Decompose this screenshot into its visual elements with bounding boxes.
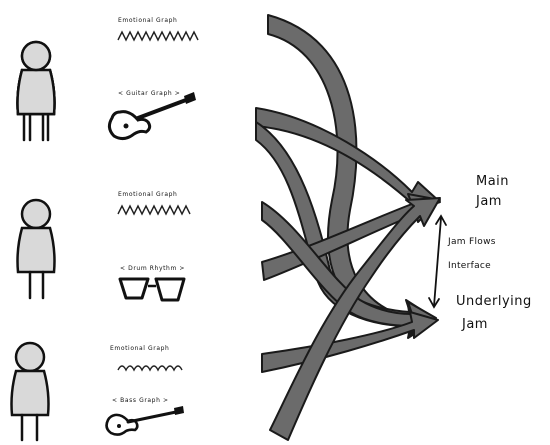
jam-flows-label-line2: Interface (448, 261, 491, 271)
emotional-graph-label-2: Emotional Graph (118, 191, 177, 198)
wave-graph-1 (118, 32, 198, 40)
underlying-jam-label-line1: Underlying (456, 294, 532, 309)
emotional-graph-label-1: Emotional Graph (118, 17, 177, 24)
wave-graph-3 (118, 366, 182, 370)
flow-arrow-row3-to-underlying (262, 312, 438, 372)
bass-graph-label: < Bass Graph > (112, 397, 169, 404)
flow-arrows (256, 15, 440, 440)
person-figure-1-body (18, 42, 55, 114)
wave-graph-2 (118, 206, 190, 214)
underlying-jam-label-line2: Jam (461, 317, 488, 332)
bass-guitar-icon (107, 406, 184, 435)
guitar-icon (109, 92, 196, 139)
person-figure-2 (18, 200, 55, 298)
jam-flows-label-line1: Jam Flows (447, 237, 496, 247)
main-jam-label-line1: Main (476, 174, 509, 189)
double-arrow (429, 216, 446, 307)
guitar-graph-label: < Guitar Graph > (118, 90, 180, 97)
person-figure-3 (12, 343, 49, 440)
bongo-drums-icon (120, 279, 184, 300)
drum-rhythm-label: < Drum Rhythm > (120, 265, 185, 272)
main-jam-label-line2: Jam (475, 194, 502, 209)
emotional-graph-label-3: Emotional Graph (110, 345, 169, 352)
